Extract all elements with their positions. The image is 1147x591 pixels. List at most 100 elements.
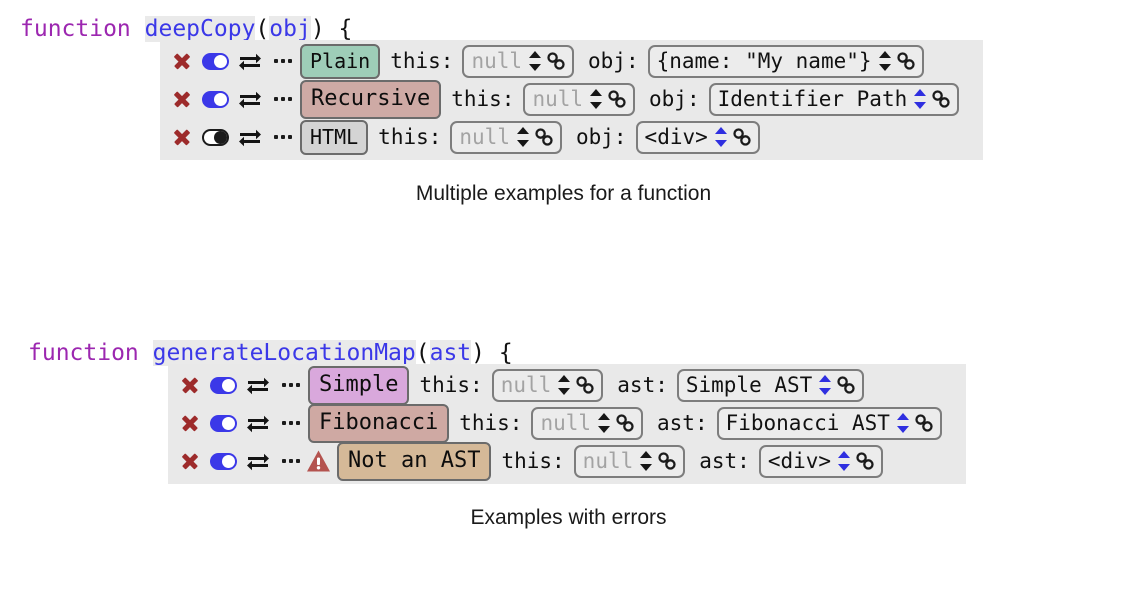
arg-field[interactable]: null — [491, 368, 604, 402]
close-x-icon[interactable] — [178, 449, 202, 473]
arg-field[interactable]: Identifier Path — [708, 82, 960, 116]
arg-label: obj: — [588, 49, 639, 73]
chain-link-icon[interactable] — [615, 413, 635, 433]
function-params[interactable]: ast — [429, 340, 472, 366]
chain-link-icon[interactable] — [931, 89, 951, 109]
chain-link-icon[interactable] — [575, 375, 595, 395]
warning-triangle-icon[interactable] — [306, 449, 331, 473]
example-name-chip[interactable]: Simple — [308, 365, 410, 405]
close-x-icon[interactable] — [170, 49, 194, 73]
open-paren: ( — [255, 16, 270, 42]
arg-value: null — [582, 448, 634, 473]
function-params[interactable]: obj — [269, 16, 311, 42]
stepper-arrows-icon[interactable] — [838, 450, 851, 472]
close-x-icon[interactable] — [178, 411, 202, 435]
toggle-switch-icon[interactable] — [210, 452, 237, 470]
chain-link-icon[interactable] — [732, 127, 752, 147]
open-paren: ( — [415, 340, 430, 366]
arg-field[interactable]: null — [531, 406, 644, 440]
arg-field[interactable]: {name: "My name"} — [647, 44, 924, 78]
toggle-switch-icon[interactable] — [202, 90, 229, 108]
ellipsis-icon[interactable] — [280, 452, 302, 470]
example-name-chip[interactable]: Not an AST — [337, 441, 492, 481]
chain-link-icon[interactable] — [896, 51, 916, 71]
stepper-arrows-icon[interactable] — [896, 412, 909, 434]
stepper-arrows-icon[interactable] — [598, 412, 611, 434]
arg-field[interactable]: null — [573, 444, 686, 478]
close-x-icon[interactable] — [170, 125, 194, 149]
arg-field[interactable]: <div> — [758, 444, 884, 478]
chain-link-icon[interactable] — [914, 413, 934, 433]
arg-value: <div> — [767, 448, 832, 473]
function-name[interactable]: generateLocationMap — [152, 340, 416, 366]
stepper-arrows-icon[interactable] — [714, 126, 727, 148]
stepper-arrows-icon[interactable] — [590, 88, 603, 110]
row-controls — [170, 125, 300, 149]
toggle-switch-icon[interactable] — [202, 52, 229, 70]
swap-arrows-icon[interactable] — [246, 413, 270, 433]
arg-value: Identifier Path — [717, 86, 908, 111]
toggle-switch-icon[interactable] — [210, 376, 237, 394]
stepper-arrows-icon[interactable] — [529, 50, 542, 72]
example-name-chip[interactable]: Plain — [300, 43, 381, 79]
arg-field[interactable]: <div> — [635, 120, 760, 154]
chain-link-icon[interactable] — [836, 375, 856, 395]
stepper-arrows-icon[interactable] — [516, 126, 529, 148]
function-name[interactable]: deepCopy — [144, 16, 256, 42]
stepper-arrows-icon[interactable] — [640, 450, 653, 472]
arg-value: <div> — [644, 124, 708, 149]
swap-arrows-icon[interactable] — [238, 51, 262, 71]
arg-value: null — [540, 410, 592, 435]
stepper-arrows-icon[interactable] — [819, 374, 832, 396]
arg-field[interactable]: null — [523, 82, 636, 116]
ellipsis-icon[interactable] — [272, 128, 294, 146]
toggle-switch-icon[interactable] — [210, 414, 237, 432]
arg-label: this: — [501, 449, 565, 473]
chain-link-icon[interactable] — [607, 89, 627, 109]
arg-value: Fibonacci AST — [725, 410, 890, 435]
arg-label: this: — [378, 125, 442, 149]
keyword-function: function — [20, 16, 131, 42]
swap-arrows-icon[interactable] — [246, 451, 270, 471]
arg-value: null — [459, 124, 510, 149]
toggle-switch-icon[interactable] — [202, 128, 229, 146]
ellipsis-icon[interactable] — [280, 376, 302, 394]
chain-link-icon[interactable] — [534, 127, 554, 147]
ellipsis-icon[interactable] — [272, 90, 294, 108]
figure-caption: Examples with errors — [470, 506, 667, 529]
chain-link-icon[interactable] — [657, 451, 677, 471]
chain-link-icon[interactable] — [546, 51, 566, 71]
ellipsis-icon[interactable] — [272, 52, 294, 70]
row-controls — [178, 411, 308, 435]
ellipsis-icon[interactable] — [280, 414, 302, 432]
example-row[interactable]: HTML this: null obj: <div> — [160, 118, 979, 156]
arg-value: Simple AST — [685, 372, 813, 397]
arg-field[interactable]: Simple AST — [676, 368, 865, 402]
example-name-chip[interactable]: Recursive — [300, 79, 442, 119]
stepper-arrows-icon[interactable] — [558, 374, 571, 396]
chain-link-icon[interactable] — [855, 451, 875, 471]
arg-field[interactable]: null — [462, 44, 575, 78]
arg-label: this: — [459, 411, 523, 435]
swap-arrows-icon[interactable] — [238, 127, 262, 147]
swap-arrows-icon[interactable] — [246, 375, 270, 395]
stepper-arrows-icon[interactable] — [914, 88, 927, 110]
swap-arrows-icon[interactable] — [238, 89, 262, 109]
close-x-icon[interactable] — [170, 87, 194, 111]
example-name-chip[interactable]: Fibonacci — [308, 403, 450, 443]
arg-field[interactable]: Fibonacci AST — [716, 406, 942, 440]
arg-value: null — [532, 86, 584, 111]
example-name-chip[interactable]: HTML — [300, 119, 369, 155]
arg-label: obj: — [575, 125, 627, 149]
stepper-arrows-icon[interactable] — [878, 50, 891, 72]
arg-field[interactable]: null — [450, 120, 562, 154]
close-x-icon[interactable] — [178, 373, 202, 397]
